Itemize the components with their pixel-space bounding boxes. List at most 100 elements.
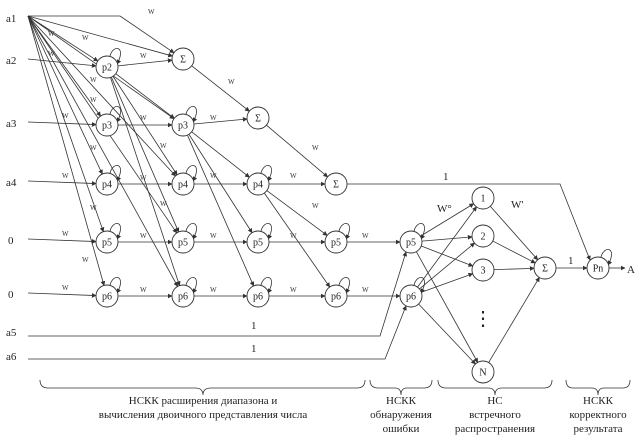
weight-label-mid-3: W <box>140 232 147 240</box>
input-label-a2: a2 <box>6 55 16 67</box>
edge-a1-p6 <box>27 15 106 286</box>
node-p3-col2: p3 <box>171 106 198 137</box>
node-circle <box>171 113 195 137</box>
weight-label-in-2: W <box>62 112 69 120</box>
weight-label-in-12: W <box>82 34 89 42</box>
edge-a1-sum1 <box>27 15 173 58</box>
self-loop <box>109 48 122 65</box>
self-loop <box>109 223 122 240</box>
node-hidden-3: 3 <box>471 258 495 282</box>
node-label: p6 <box>178 292 188 303</box>
input-label-zero-2: 0 <box>8 289 14 301</box>
self-loop <box>260 165 273 182</box>
edge-z1-p5 <box>27 238 97 244</box>
brace-error <box>369 379 433 396</box>
edge-err1-hidden0 <box>417 206 477 288</box>
weight-label-in-0: W <box>48 30 55 38</box>
edge-hidden3-sum <box>488 276 540 363</box>
hs-output-weight-label: W' <box>511 199 523 211</box>
weight-label-in-8: W <box>90 144 97 152</box>
nodes: p2p3p4p5p6Σp3p4p5p6Σp4p5p6Σp5p6p5p6123N⋮… <box>95 47 613 384</box>
edge-p4-col4 <box>266 190 328 236</box>
caption-error-line2: обнаружения <box>370 409 432 421</box>
node-circle <box>246 284 270 308</box>
node-circle <box>533 256 557 280</box>
node-label: p6 <box>331 292 341 303</box>
edge-hidden0-sum <box>489 205 539 261</box>
self-loop <box>109 106 122 123</box>
node-label: p6 <box>253 292 263 303</box>
node-sum-3: Σ <box>324 172 348 196</box>
captions: НСКК расширения диапазона и вычисления д… <box>99 395 627 435</box>
edge-p2-col2 <box>112 76 178 176</box>
output-label: A <box>627 264 635 276</box>
node-label: p6 <box>102 292 112 303</box>
caption-error-line1: НСКК <box>386 395 417 407</box>
node-circle <box>324 172 348 196</box>
hs-input-weight-label: W° <box>437 203 452 215</box>
node-p2-col1: p2 <box>95 48 122 79</box>
weight-label-err-0: W <box>362 232 369 240</box>
edge-p3-col3 <box>187 134 255 287</box>
weight-label-mid-9: W <box>228 78 235 86</box>
node-hidden-N: N <box>471 360 495 384</box>
node-label: p3 <box>178 121 188 132</box>
edge-sum2-sum3 <box>266 124 329 178</box>
node-label: 2 <box>481 232 486 243</box>
caption-correct-line1: НСКК <box>583 395 614 407</box>
self-loop <box>185 223 198 240</box>
node-label: p5 <box>331 238 341 249</box>
edge-sum1-sum2 <box>191 65 250 112</box>
input-labels: a1 a2 a3 a4 0 0 a5 a6 A <box>6 13 635 363</box>
node-sum-output: Σ <box>533 256 557 280</box>
node-circle <box>471 224 495 248</box>
weight-label-mid-5: W <box>210 114 217 122</box>
node-label: Σ <box>542 264 548 275</box>
node-circle <box>95 284 119 308</box>
node-circle <box>171 230 195 254</box>
weight-label-mid-8: W <box>210 286 217 294</box>
node-p5-col4: p5 <box>324 223 351 254</box>
weight-label-mid-16: W <box>160 200 167 208</box>
node-label: Σ <box>180 55 186 66</box>
edge-hidden1-sum <box>492 240 536 264</box>
edge-a3-p3 <box>27 121 97 127</box>
node-p5-col1: p5 <box>95 223 122 254</box>
edge-err0-hidden3 <box>415 251 479 363</box>
node-label: p3 <box>102 121 112 132</box>
hidden-dots: ⋮ <box>473 308 493 330</box>
input-label-a1: a1 <box>6 13 16 25</box>
edge-a1-p3 <box>27 15 101 117</box>
node-sum-1: Σ <box>171 47 195 71</box>
node-p6-col2: p6 <box>171 277 198 308</box>
edge-z2-p6 <box>27 292 97 298</box>
caption-hs-line3: распространения <box>455 423 535 435</box>
edge-a6-err6 <box>28 305 407 360</box>
node-circle <box>246 106 270 130</box>
node-label: N <box>479 368 486 379</box>
node-label: Σ <box>333 180 339 191</box>
node-label: 1 <box>481 194 486 205</box>
edge-err0-hidden0 <box>420 203 475 237</box>
weight-label-mid-12: W <box>290 286 297 294</box>
node-circle <box>171 172 195 196</box>
weight-label-in-4: W <box>62 230 69 238</box>
node-label: Σ <box>255 114 261 125</box>
node-circle <box>399 230 423 254</box>
edge-p3-sum2 <box>193 117 248 125</box>
node-p4-col2: p4 <box>171 165 198 196</box>
node-circle <box>246 172 270 196</box>
node-p5-col3: p5 <box>246 223 273 254</box>
edge-p3-col3 <box>188 134 253 234</box>
edge-p2-col2 <box>110 77 181 287</box>
edge-a5-err5 <box>28 251 408 337</box>
self-loop <box>185 277 198 294</box>
weight-label-in-9: W <box>90 204 97 212</box>
caption-hs-line2: встречного <box>469 409 521 421</box>
input-label-a3: a3 <box>6 118 17 130</box>
input-label-a4: a4 <box>6 177 17 189</box>
self-loop <box>185 165 198 182</box>
node-label: p4 <box>102 180 112 191</box>
edge-p2-col2 <box>115 73 175 119</box>
